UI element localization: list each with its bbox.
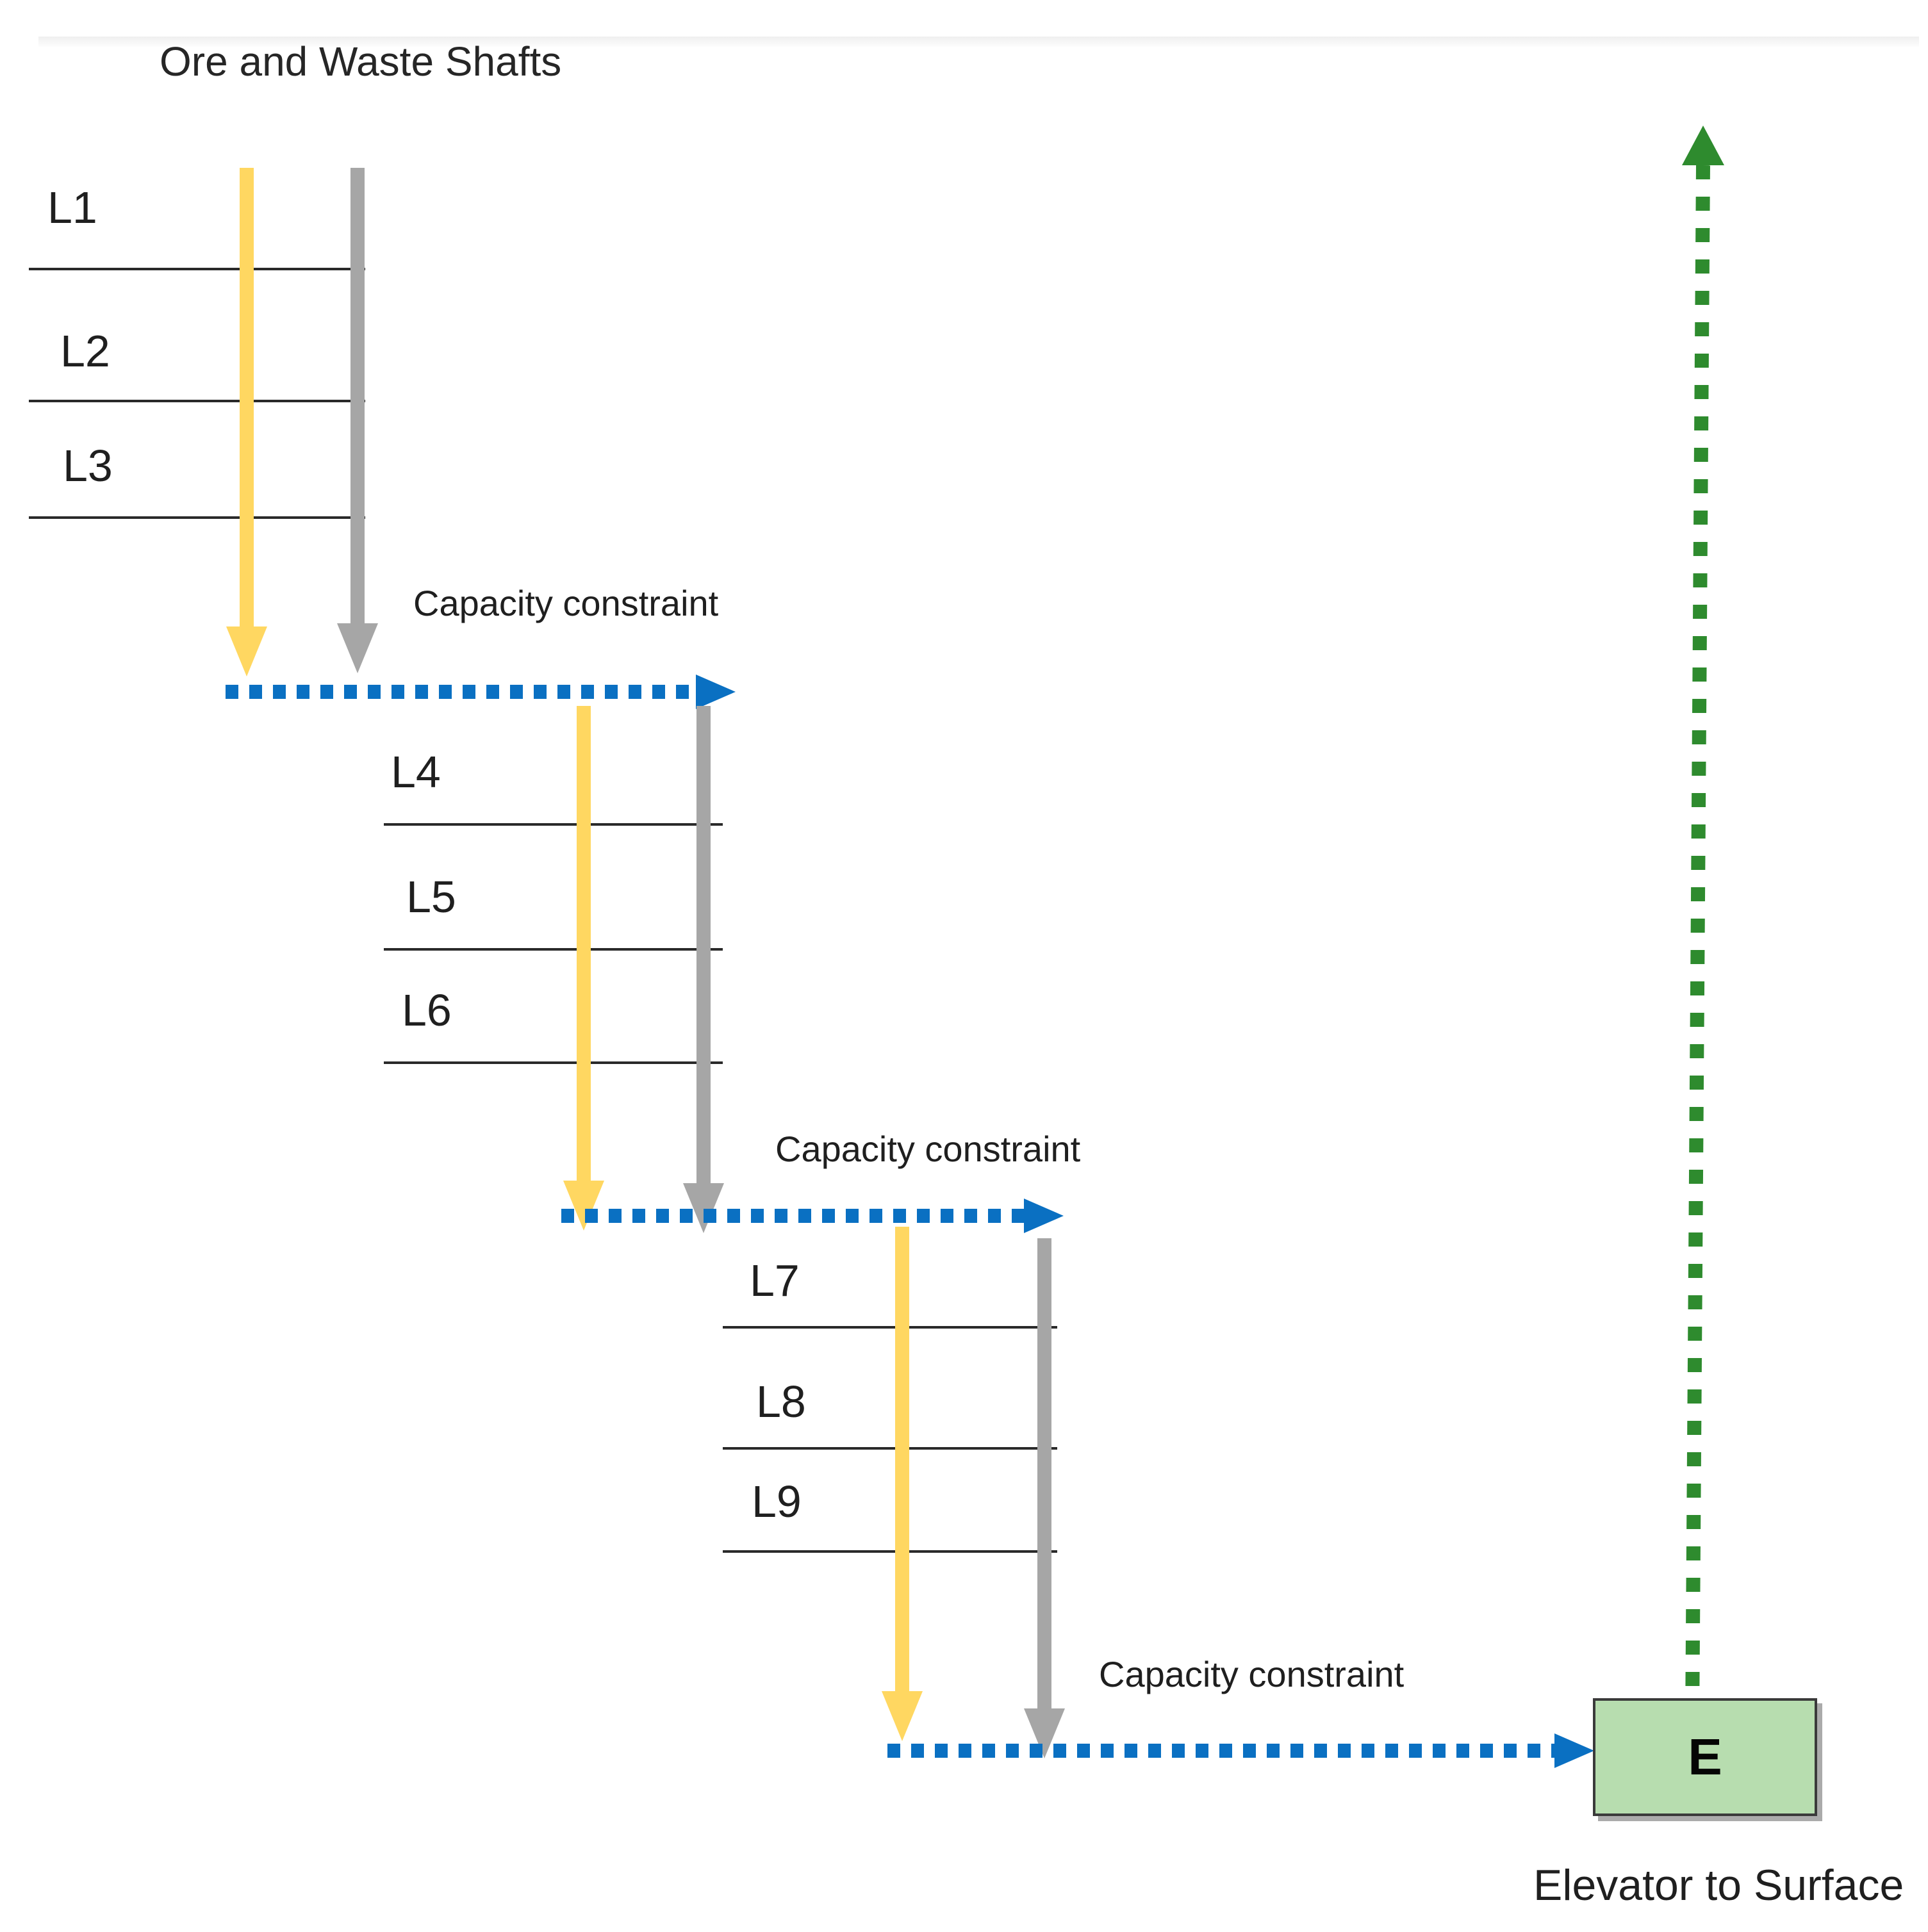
ore-shaft-arrow-1 bbox=[240, 168, 254, 626]
waste-shaft-arrow-3 bbox=[1037, 1238, 1051, 1708]
level-line-l9 bbox=[723, 1550, 1057, 1553]
level-line-l3 bbox=[29, 516, 365, 519]
level-line-l8 bbox=[723, 1447, 1057, 1450]
waste-shaft-arrow-2 bbox=[696, 706, 711, 1183]
ore-arrowhead-down-icon-1 bbox=[226, 626, 267, 676]
capacity-arrow-line-2 bbox=[561, 1209, 1024, 1223]
capacity-constraint-label-2: Capacity constraint bbox=[775, 1129, 1081, 1169]
capacity-arrowhead-right-icon-2 bbox=[1024, 1199, 1064, 1233]
ore-arrowhead-down-icon-2 bbox=[563, 1181, 604, 1231]
level-line-l6 bbox=[384, 1061, 723, 1064]
page-title: Ore and Waste Shafts bbox=[160, 38, 562, 85]
elevator-box: E bbox=[1593, 1698, 1817, 1816]
waste-arrowhead-down-icon-1 bbox=[337, 623, 378, 673]
capacity-arrow-line-1 bbox=[226, 685, 696, 699]
elevator-arrowhead-up-icon bbox=[1682, 126, 1724, 165]
level-line-l2 bbox=[29, 400, 365, 402]
level-label-l5: L5 bbox=[406, 872, 456, 922]
waste-shaft-arrow-1 bbox=[350, 168, 365, 623]
ore-shaft-arrow-3 bbox=[895, 1227, 909, 1691]
waste-arrowhead-down-icon-2 bbox=[683, 1183, 724, 1233]
elevator-caption: Elevator to Surface bbox=[1533, 1861, 1904, 1910]
level-label-l3: L3 bbox=[63, 441, 113, 491]
elevator-box-label: E bbox=[1688, 1728, 1722, 1785]
elevator-path-line bbox=[1685, 165, 1710, 1692]
capacity-constraint-label-3: Capacity constraint bbox=[1099, 1654, 1405, 1694]
level-line-l1 bbox=[29, 268, 365, 270]
level-label-l2: L2 bbox=[60, 326, 110, 376]
level-line-l4 bbox=[384, 823, 723, 826]
capacity-arrow-line-3 bbox=[887, 1744, 1554, 1758]
capacity-arrowhead-right-icon-3 bbox=[1554, 1733, 1594, 1768]
level-label-l6: L6 bbox=[402, 985, 452, 1035]
level-line-l7 bbox=[723, 1326, 1057, 1329]
ore-shaft-arrow-2 bbox=[577, 706, 591, 1181]
ore-arrowhead-down-icon-3 bbox=[882, 1691, 923, 1741]
level-label-l8: L8 bbox=[756, 1377, 806, 1427]
level-line-l5 bbox=[384, 948, 723, 951]
capacity-constraint-label-1: Capacity constraint bbox=[413, 583, 719, 623]
capacity-arrowhead-right-icon-1 bbox=[696, 675, 736, 709]
level-label-l1: L1 bbox=[47, 183, 97, 233]
level-label-l7: L7 bbox=[750, 1256, 800, 1306]
level-label-l9: L9 bbox=[752, 1477, 802, 1527]
level-label-l4: L4 bbox=[391, 747, 441, 797]
top-divider-band bbox=[38, 37, 1919, 47]
